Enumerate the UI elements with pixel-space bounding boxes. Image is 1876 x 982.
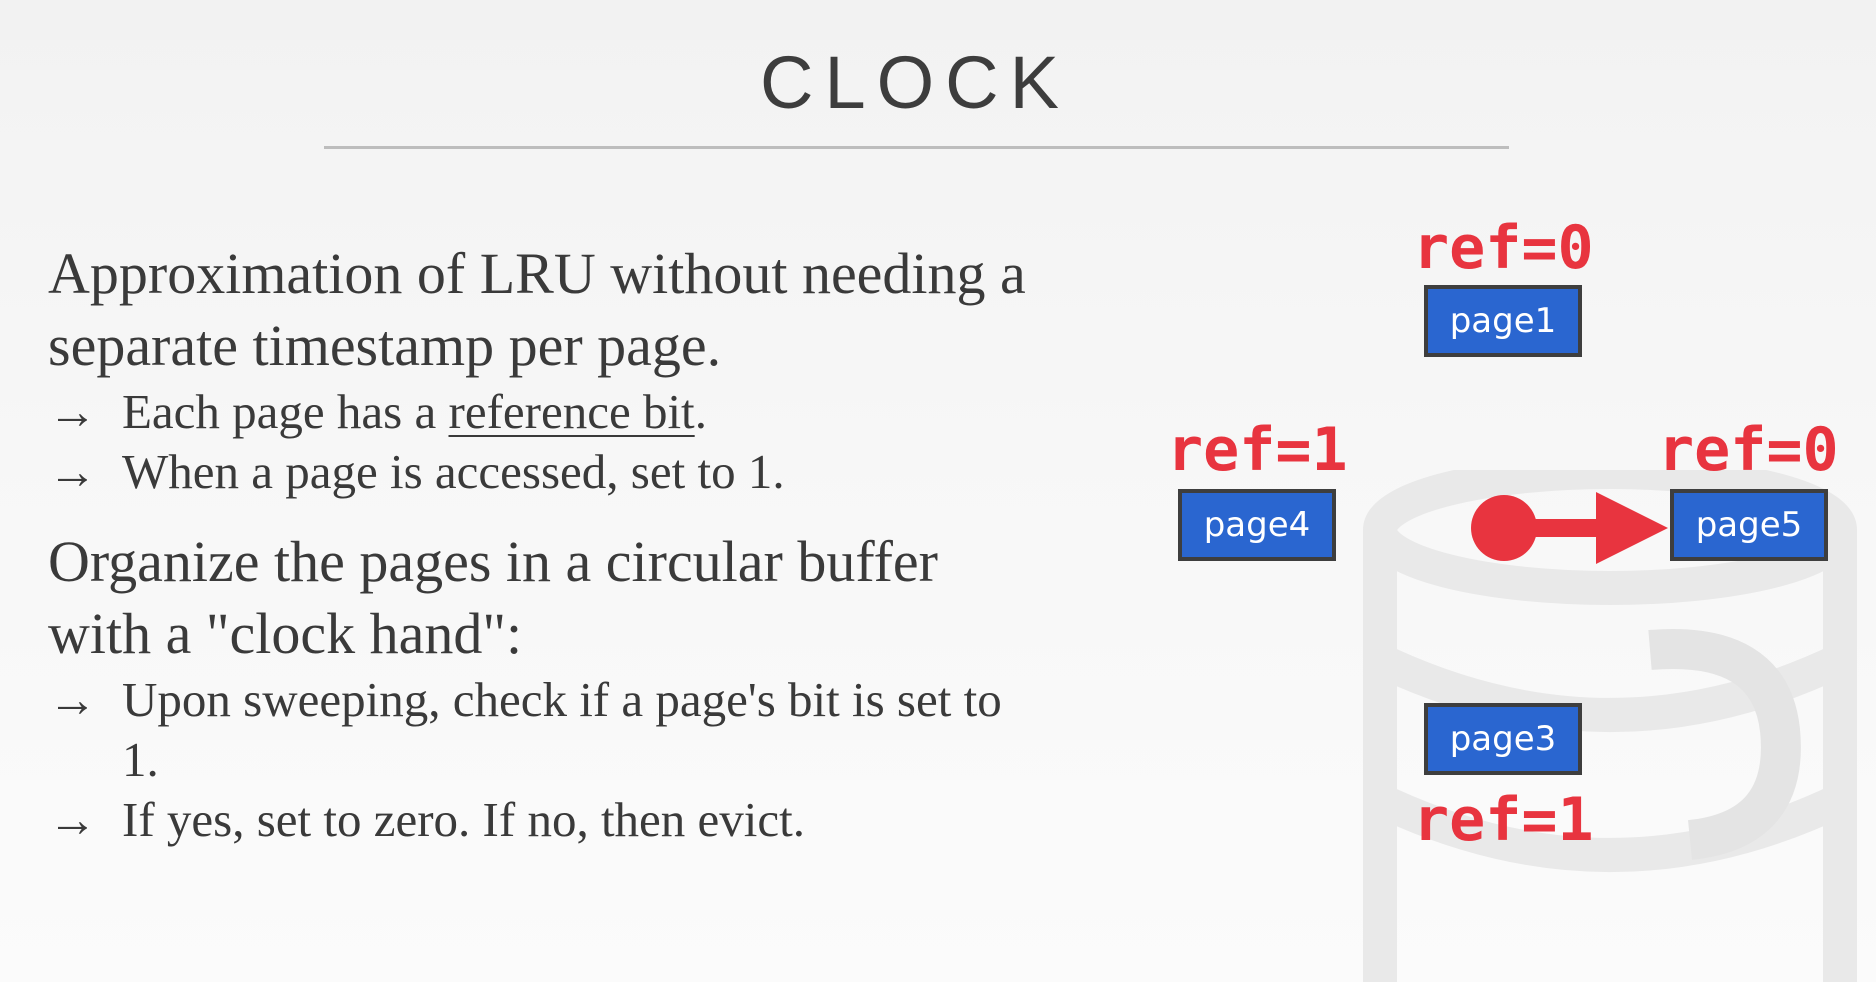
sub-list-sweeping: → Upon sweeping, check if a page's bit i… — [48, 670, 1048, 850]
arrow-icon: → — [48, 672, 97, 727]
arrow-icon: → — [48, 792, 97, 847]
underlined-term-reference-bit: reference bit — [448, 384, 695, 439]
database-logo-watermark — [1363, 470, 1857, 982]
sub-item-text: Upon sweeping, check if a page's bit is … — [122, 672, 1002, 787]
title-divider — [324, 146, 1509, 149]
arrow-icon: → — [48, 444, 97, 499]
page-box-page3: page3 — [1424, 703, 1582, 775]
sub-item-punctuation: . — [694, 384, 707, 439]
sub-item-text: If yes, set to zero. If no, then evict. — [122, 792, 806, 847]
sub-item-evict-rule: → If yes, set to zero. If no, then evict… — [48, 790, 1048, 850]
sub-list-reference-bit: → Each page has a reference bit. → When … — [48, 382, 1048, 502]
page-box-page1: page1 — [1424, 285, 1582, 357]
sub-item-set-on-access: → When a page is accessed, set to 1. — [48, 442, 1048, 502]
ref-label-page1: ref=0 — [1413, 213, 1594, 283]
ref-label-page3: ref=1 — [1413, 785, 1594, 855]
clock-hand-arrow — [1471, 492, 1668, 564]
page-box-page5: page5 — [1670, 489, 1828, 561]
sub-item-text: When a page is accessed, set to 1. — [122, 444, 785, 499]
slide-title: CLOCK — [760, 41, 1070, 124]
ref-label-page5: ref=0 — [1658, 415, 1839, 485]
sub-item-reference-bit: → Each page has a reference bit. — [48, 382, 1048, 442]
ref-label-page4: ref=1 — [1167, 415, 1348, 485]
sub-item-text: Each page has a — [122, 384, 449, 439]
bullet-circular-buffer: Organize the pages in a circular buffer … — [48, 529, 938, 666]
bullet-lru-approximation: Approximation of LRU without needing a s… — [48, 241, 1026, 378]
slide-body: Approximation of LRU without needing a s… — [48, 238, 1048, 850]
arrow-icon: → — [48, 384, 97, 439]
sub-item-sweep-check: → Upon sweeping, check if a page's bit i… — [48, 670, 1048, 790]
page-box-page4: page4 — [1178, 489, 1336, 561]
